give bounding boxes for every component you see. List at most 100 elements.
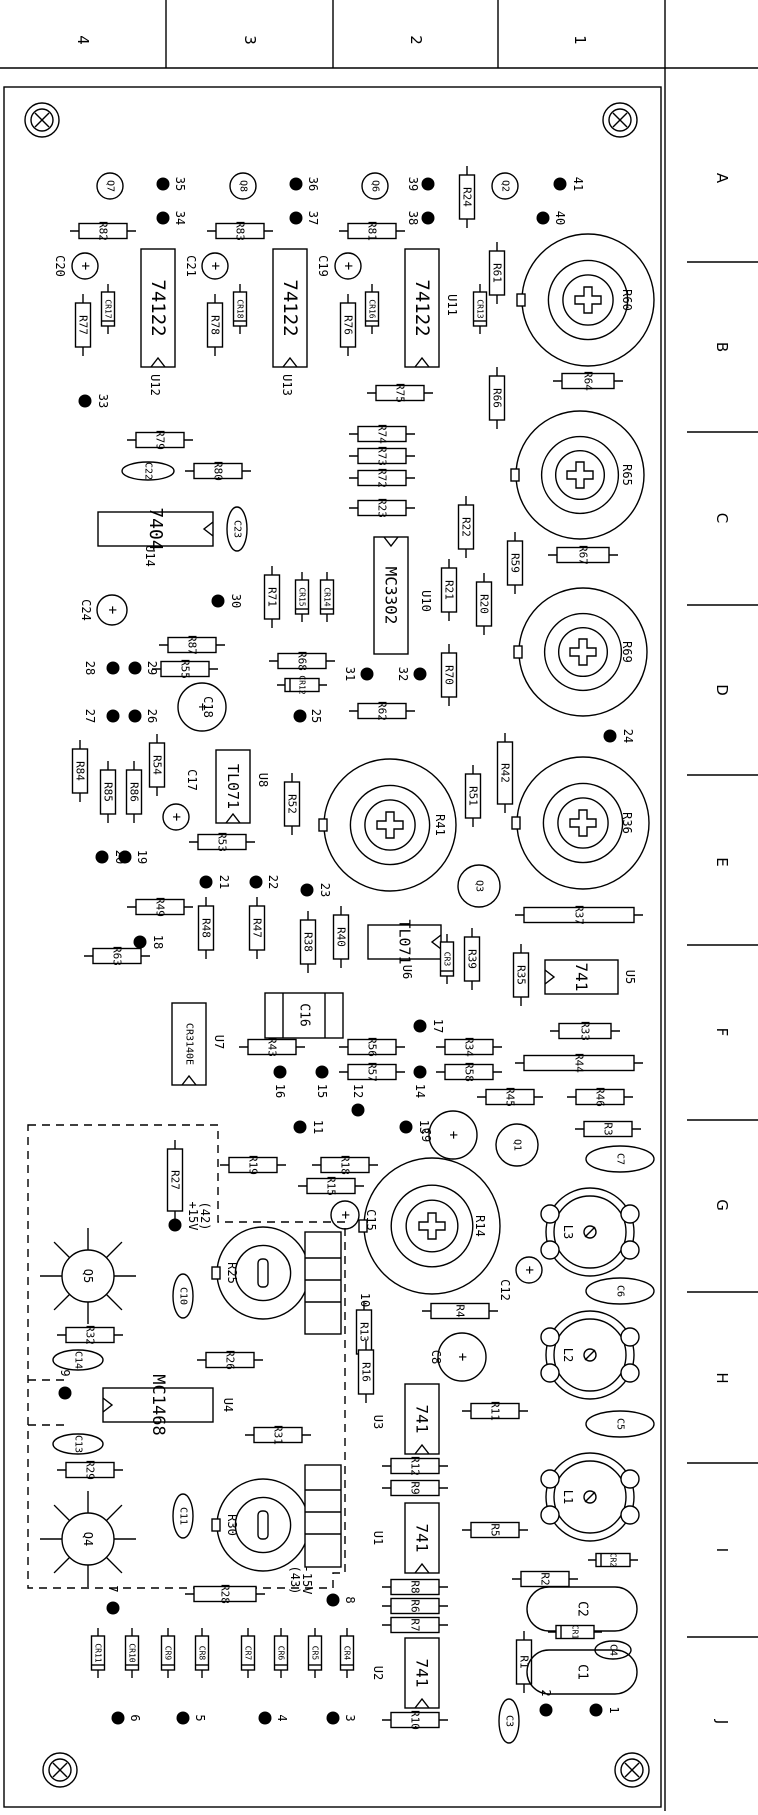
- capacitor-C11: C11: [172, 1493, 194, 1539]
- resistor-label: R8: [409, 1580, 422, 1593]
- test-point-9: 9: [58, 1369, 72, 1400]
- test-point-label: 22: [266, 875, 280, 889]
- capacitor-label: C21: [184, 255, 198, 277]
- test-point-label: 26: [145, 709, 159, 723]
- resistor-label: R31: [272, 1425, 285, 1445]
- resistor-R44: R44: [515, 1053, 643, 1073]
- ic-ref-label: U7: [212, 1035, 226, 1049]
- transistor-Q2: Q2: [491, 172, 519, 200]
- transistor-label: Q4: [81, 1532, 95, 1546]
- resistor-R80: R80: [185, 461, 251, 481]
- potentiometer-R65: R65: [510, 410, 645, 540]
- test-point-2: 2: [539, 1689, 553, 1717]
- power-transistor-Q5: Q5: [40, 1228, 136, 1324]
- pot-label: R69: [620, 641, 634, 663]
- test-point-label: 33: [96, 394, 110, 408]
- test-point-label: 36: [306, 177, 320, 191]
- resistor-label: R23: [376, 498, 389, 518]
- capacitor-label: C24: [79, 599, 93, 621]
- test-point-21: 21: [199, 875, 231, 889]
- resistor-R37: R37: [515, 905, 643, 925]
- test-point-label: 35: [173, 177, 187, 191]
- column-label-3: 3: [241, 35, 259, 45]
- test-point-dot: [539, 1703, 553, 1717]
- resistor-label: R67: [577, 545, 590, 565]
- test-point-label: 37: [306, 211, 320, 225]
- polarity-mark: +: [77, 262, 93, 270]
- diode-CR1: CR1: [548, 1625, 602, 1639]
- resistor-label: R71: [266, 587, 279, 607]
- test-point-label: 5: [193, 1714, 207, 1721]
- resistor-label: R35: [515, 965, 528, 985]
- resistor-R29: R29: [57, 1460, 123, 1480]
- capacitor-C7: C7: [585, 1145, 655, 1173]
- resistor-label: R46: [594, 1087, 607, 1107]
- resistor-R15: R15: [298, 1176, 364, 1196]
- mounting-hole-4: [614, 1752, 650, 1788]
- resistor-label: R43: [266, 1037, 279, 1057]
- test-point-dot: [360, 667, 374, 681]
- resistor-label: R77: [77, 315, 90, 335]
- resistor-R32: R32: [57, 1325, 123, 1345]
- resistor-R42: R42: [496, 733, 514, 813]
- capacitor-label: C7: [615, 1153, 626, 1165]
- resistor-R62: R62: [349, 701, 415, 721]
- capacitor-C12: +C12: [498, 1256, 543, 1301]
- test-point-dot: [211, 594, 225, 608]
- capacitor-label: C15: [364, 1209, 378, 1231]
- diode-CR8: CR8: [194, 1628, 210, 1678]
- resistor-label: R13: [358, 1322, 371, 1342]
- test-point-label: 41: [571, 177, 585, 191]
- test-point-dot: [128, 661, 142, 675]
- inductor-L1: L1: [540, 1452, 640, 1542]
- transistor-label: Q7: [105, 180, 116, 192]
- transistor-label: Q1: [512, 1139, 523, 1151]
- diode-CR4: CR4: [339, 1628, 355, 1678]
- test-point-label: 7: [106, 1585, 120, 1592]
- test-point-label: 18: [151, 935, 165, 949]
- resistor-R40: R40: [332, 906, 350, 968]
- diode-label: CR18: [236, 299, 245, 318]
- diode-label: CR12: [298, 675, 307, 694]
- resistor-label: R34: [463, 1037, 476, 1057]
- resistor-R66: R66: [488, 367, 506, 429]
- test-point-40: 40: [536, 211, 567, 225]
- resistor-label: R18: [339, 1155, 352, 1175]
- resistor-label: R29: [84, 1460, 97, 1480]
- test-point-dot: [603, 729, 617, 743]
- ic-part-number: CR3140E: [184, 1023, 195, 1065]
- potentiometer-R41: R41: [318, 758, 457, 892]
- resistor-R1: R1: [515, 1631, 533, 1693]
- test-point-label: 39: [406, 177, 420, 191]
- test-point-dot: [118, 850, 132, 864]
- inductor-label: L1: [561, 1490, 575, 1504]
- row-label-B: B: [713, 342, 731, 352]
- resistor-label: R39: [466, 949, 479, 969]
- test-point-dot: [399, 1120, 413, 1134]
- capacitor-C1: C1: [526, 1649, 638, 1695]
- pos-supply-label: +15V: [186, 1202, 200, 1231]
- resistor-label: R56: [366, 1037, 379, 1057]
- resistor-label: R11: [489, 1401, 502, 1421]
- test-point-dot: [413, 1065, 427, 1079]
- test-point-29: 29: [128, 661, 159, 675]
- ic-part-number: 741: [413, 1405, 432, 1434]
- resistor-label: R86: [128, 782, 141, 802]
- mounting-hole-2: [602, 102, 638, 138]
- diode-CR17: CR17: [100, 284, 116, 334]
- resistor-R9: R9: [382, 1479, 448, 1497]
- test-point-36: 36: [289, 177, 320, 191]
- resistor-label: R10: [409, 1710, 422, 1730]
- resistor-label: R33: [579, 1021, 592, 1041]
- resistor-label: R45: [504, 1087, 517, 1107]
- resistor-label: R81: [366, 221, 379, 241]
- resistor-label: R21: [443, 580, 456, 600]
- resistor-R12: R12: [382, 1456, 448, 1476]
- column-label-4: 4: [74, 35, 92, 45]
- diode-label: CR6: [277, 1646, 286, 1661]
- ic-ref-label: U6: [400, 965, 414, 979]
- resistor-R46: R46: [567, 1087, 633, 1107]
- capacitor-C5: C5: [585, 1410, 655, 1438]
- diode-CR6: CR6: [273, 1628, 289, 1678]
